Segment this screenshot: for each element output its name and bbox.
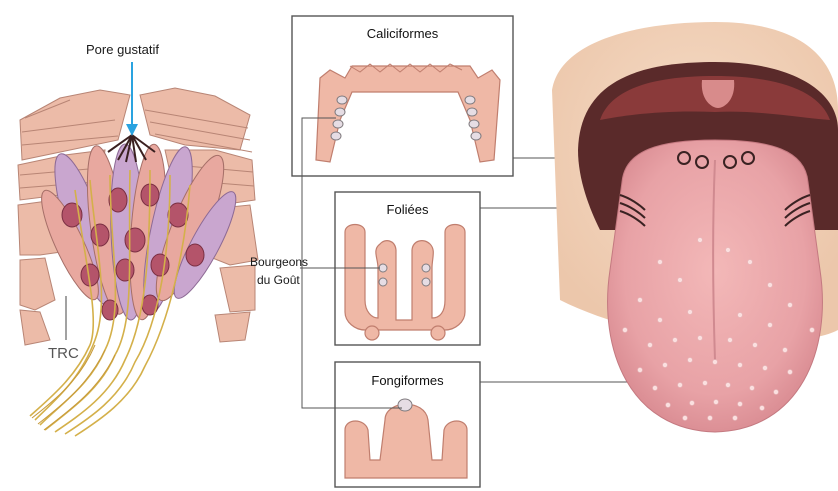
taste-bud-illustration xyxy=(18,88,258,436)
pore-gustatif-label: Pore gustatif xyxy=(86,42,159,58)
trc-label: TRC xyxy=(48,346,79,362)
caliciformes-title: Caliciformes xyxy=(292,26,513,41)
bourgeons-label-line2: du Goût xyxy=(257,272,300,288)
tongue-illustration xyxy=(552,22,838,432)
foliees-title: Foliées xyxy=(335,202,480,217)
fongiformes-title: Fongiformes xyxy=(335,373,480,388)
bourgeons-label-line1: Bourgeons xyxy=(250,254,308,270)
papillae-boxes xyxy=(292,16,513,487)
